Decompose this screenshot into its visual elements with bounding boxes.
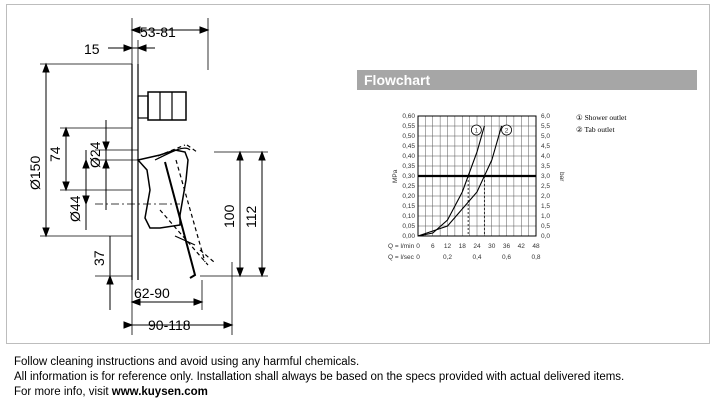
y-left-tick-label: 0,05 [402,223,415,230]
legend-entry: ② Tab outlet [576,125,615,134]
y-right-tick-label: 3,5 [541,163,550,170]
y-left-tick-label: 0,40 [402,153,415,160]
x-lmin-tick-label: 42 [518,243,526,250]
dim-90-118: 90-118 [148,317,191,333]
x-lmin-tick-label: 48 [532,243,540,250]
y-right-tick-label: 4,0 [541,153,550,160]
x-lsec-tick-label: 0 [416,254,420,261]
legend-entry: ① Shower outlet [576,113,627,122]
x-lmin-tick-label: 12 [444,243,452,250]
y-right-tick-label: 0,5 [541,223,550,230]
x-lsec-tick-label: 0,8 [531,254,540,261]
y-right-tick-label: 5,0 [541,133,550,140]
series-1-line [417,125,485,237]
dim-44: Ø44 [67,195,83,222]
footer-info-prefix: For more info, visit [14,386,112,398]
footer-notes: Follow cleaning instructions and avoid u… [14,355,624,400]
x-lsec-tick-label: 0,4 [472,254,481,261]
series-1-marker-label: 1 [475,128,479,135]
dim-112: 112 [243,205,259,228]
footer-website-link[interactable]: www.kuysen.com [111,386,208,398]
y-right-tick-label: 1,0 [541,213,550,220]
x-lmin-tick-label: 0 [416,243,420,250]
y-right-tick-label: 2,5 [541,183,550,190]
dim-62-90: 62-90 [134,285,170,301]
x-lsec-tick-label: 0,2 [443,254,452,261]
y-left-axis-label: MPa [392,169,399,183]
flowchart-title: Flowchart [364,72,431,88]
y-right-tick-label: 2,0 [541,193,550,200]
x-lmin-tick-label: 30 [488,243,496,250]
footer-line-info: For more info, visit www.kuysen.com [14,385,624,400]
y-left-tick-label: 0,55 [402,123,415,130]
series-2-marker [501,124,512,136]
y-left-tick-label: 0,30 [402,173,415,180]
y-right-tick-label: 1,5 [541,203,550,210]
y-left-tick-label: 0,00 [402,233,415,240]
dim-150: Ø150 [27,156,43,190]
dim-37: 37 [91,250,107,266]
y-right-tick-label: 5,5 [541,123,550,130]
x-lsec-tick-label: 0,6 [502,254,511,261]
y-left-tick-label: 0,35 [402,163,415,170]
y-left-tick-label: 0,50 [402,133,415,140]
y-left-tick-label: 0,20 [402,193,415,200]
series-2-marker-label: 2 [505,128,509,135]
x-lmin-axis-label: Q = l/min [388,243,415,250]
series-2-line [417,125,503,237]
dim-15: 15 [84,41,100,57]
dim-53-81: 53-81 [140,24,176,40]
y-right-tick-label: 6,0 [541,113,550,120]
x-lmin-tick-label: 36 [503,243,511,250]
x-lmin-tick-label: 24 [473,243,481,250]
footer-line-reference: All information is for reference only. I… [14,371,625,383]
y-left-tick-label: 0,25 [402,183,415,190]
y-left-tick-label: 0,10 [402,213,415,220]
y-right-axis-label: bar [558,172,565,182]
flowchart-header: Flowchart [357,70,697,90]
y-right-tick-label: 3,0 [541,173,550,180]
series-1-marker [470,124,482,136]
y-right-tick-label: 4,5 [541,143,550,150]
footer-line-cleaning: Follow cleaning instructions and avoid u… [14,356,360,368]
x-lsec-axis-label: Q = l/sec [388,254,415,261]
x-lmin-tick-label: 6 [431,243,435,250]
dim-100: 100 [221,204,237,228]
dim-74: 74 [47,146,63,162]
y-left-tick-label: 0,45 [402,143,415,150]
y-left-tick-label: 0,15 [402,203,415,210]
x-lmin-tick-label: 18 [459,243,467,250]
y-left-tick-label: 0,60 [402,113,415,120]
drawing-frame [6,4,710,344]
y-right-tick-label: 0,0 [541,233,550,240]
dim-24: Ø24 [87,141,103,168]
